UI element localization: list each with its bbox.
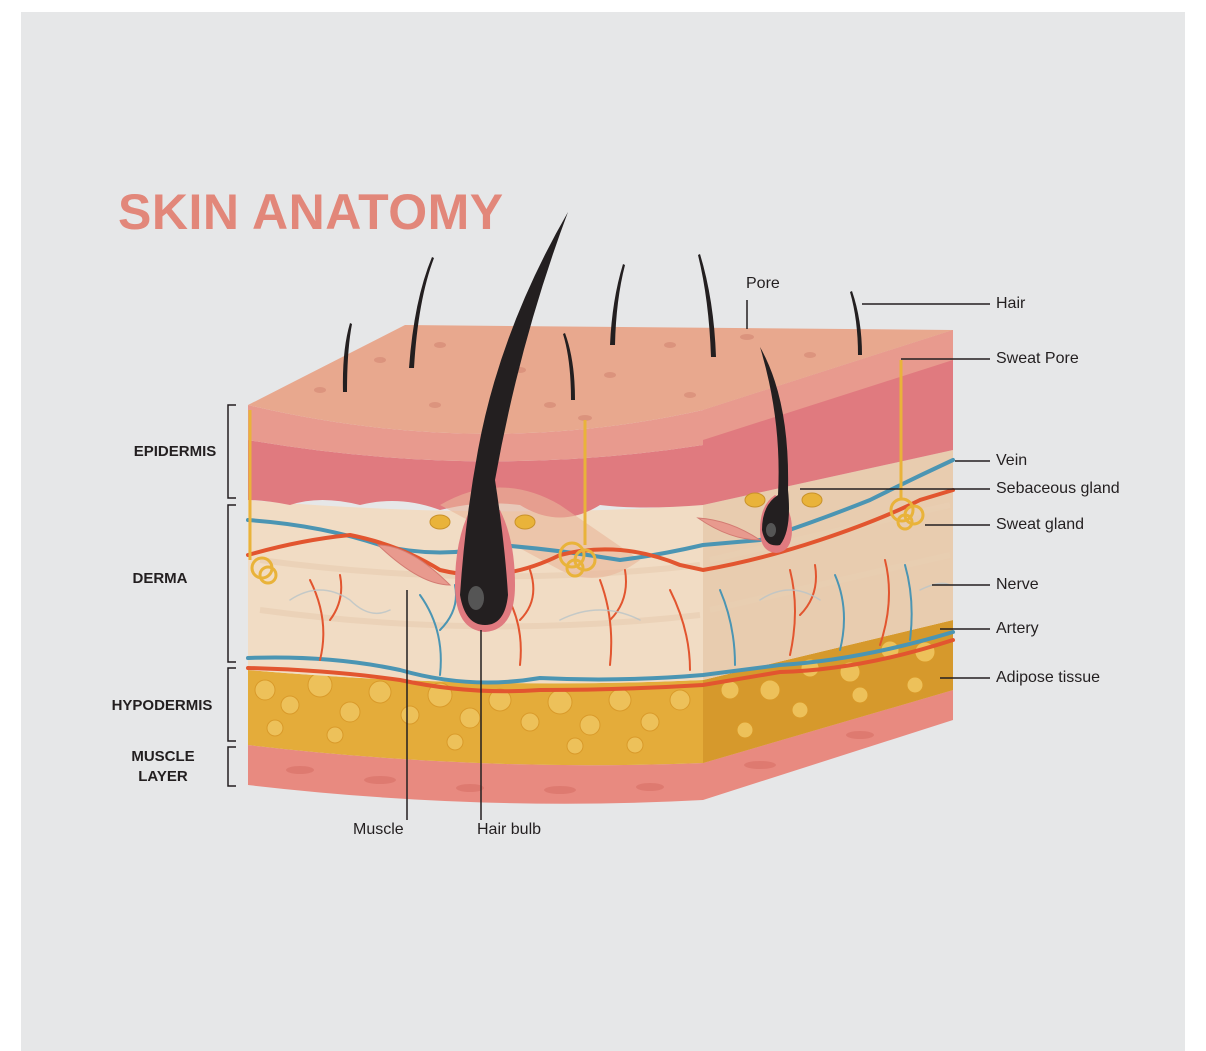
label-artery: Artery <box>996 620 1039 638</box>
layer-label-muscle-line2: LAYER <box>113 767 213 787</box>
label-sweat-pore: Sweat Pore <box>996 350 1079 368</box>
label-sweat-gland: Sweat gland <box>996 516 1084 534</box>
label-vein: Vein <box>996 452 1027 470</box>
layer-label-muscle-layer: MUSCLE LAYER <box>113 747 213 787</box>
label-pore: Pore <box>746 275 780 293</box>
label-sebaceous-gland: Sebaceous gland <box>996 480 1120 498</box>
layer-label-epidermis: EPIDERMIS <box>122 442 228 462</box>
label-hair: Hair <box>996 295 1025 313</box>
layer-brackets <box>228 405 236 786</box>
layer-label-derma: DERMA <box>110 569 210 589</box>
label-nerve: Nerve <box>996 576 1039 594</box>
layer-label-hypodermis: HYPODERMIS <box>103 696 221 716</box>
label-adipose-tissue: Adipose tissue <box>996 669 1100 687</box>
label-muscle: Muscle <box>353 821 404 839</box>
label-hair-bulb: Hair bulb <box>477 821 541 839</box>
layer-label-muscle-line1: MUSCLE <box>113 747 213 767</box>
